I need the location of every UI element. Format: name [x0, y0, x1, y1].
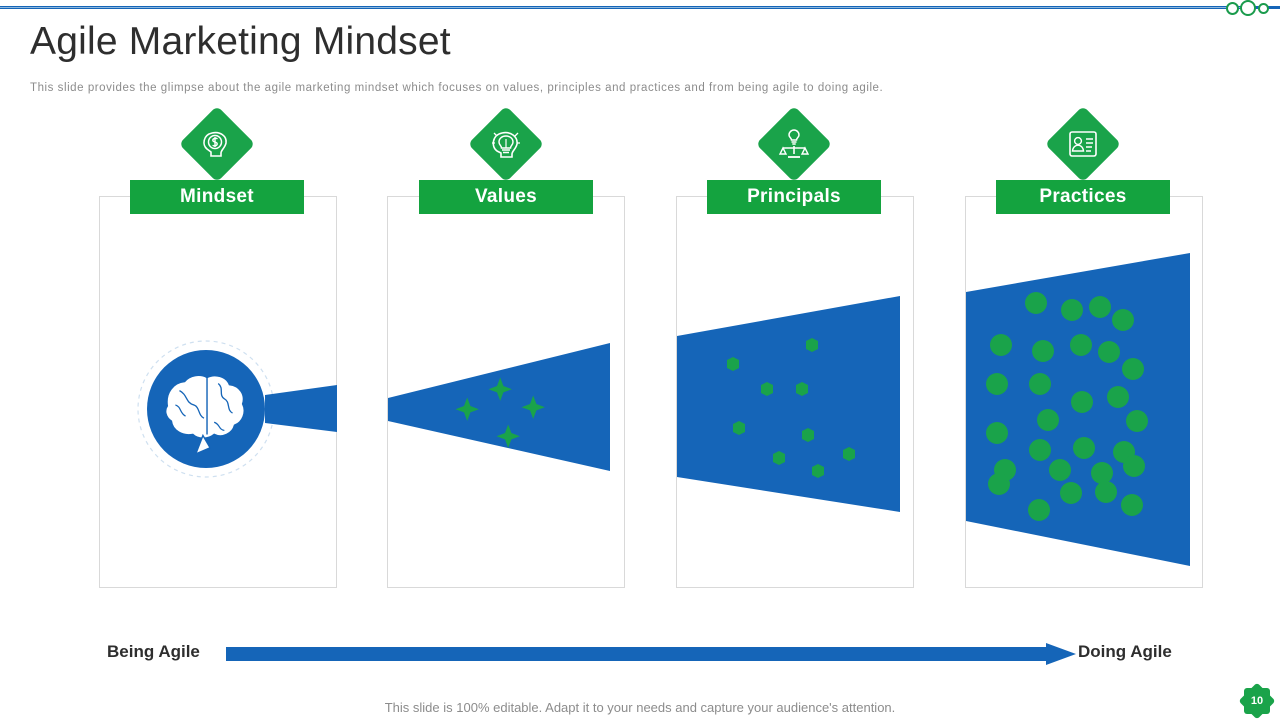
footer-note: This slide is 100% editable. Adapt it to… — [384, 700, 896, 715]
top-rule-secondary — [0, 7, 1245, 8]
column-label-mindset[interactable]: Mindset — [130, 180, 304, 214]
circle-icon — [1240, 0, 1256, 16]
icon-badge-principals — [755, 105, 833, 183]
progress-arrow — [226, 643, 1076, 665]
page-number: 10 — [1250, 695, 1264, 707]
column-label-values[interactable]: Values — [419, 180, 593, 214]
circle-icon — [1258, 3, 1269, 14]
column-frame-values — [387, 196, 625, 588]
progress-end-label: Doing Agile — [1078, 642, 1172, 661]
circle-icon — [1226, 2, 1239, 15]
idea-balance-icon — [766, 116, 822, 172]
decorative-circles — [1224, 0, 1274, 18]
money-head-icon — [189, 116, 245, 172]
page-subtitle: This slide provides the glimpse about th… — [30, 82, 884, 94]
progress-start-label: Being Agile — [107, 642, 200, 661]
column-frame-mindset — [99, 196, 337, 588]
page-title: Agile Marketing Mindset — [30, 20, 451, 63]
column-label-principals[interactable]: Principals — [707, 180, 881, 214]
column-frame-practices — [965, 196, 1203, 588]
person-document-icon — [1055, 116, 1111, 172]
icon-badge-practices — [1044, 105, 1122, 183]
lightbulb-head-icon — [478, 116, 534, 172]
icon-badge-mindset — [178, 105, 256, 183]
column-frame-principals — [676, 196, 914, 588]
column-label-practices[interactable]: Practices — [996, 180, 1170, 214]
icon-badge-values — [467, 105, 545, 183]
page-number-badge: 10 — [1244, 688, 1270, 714]
